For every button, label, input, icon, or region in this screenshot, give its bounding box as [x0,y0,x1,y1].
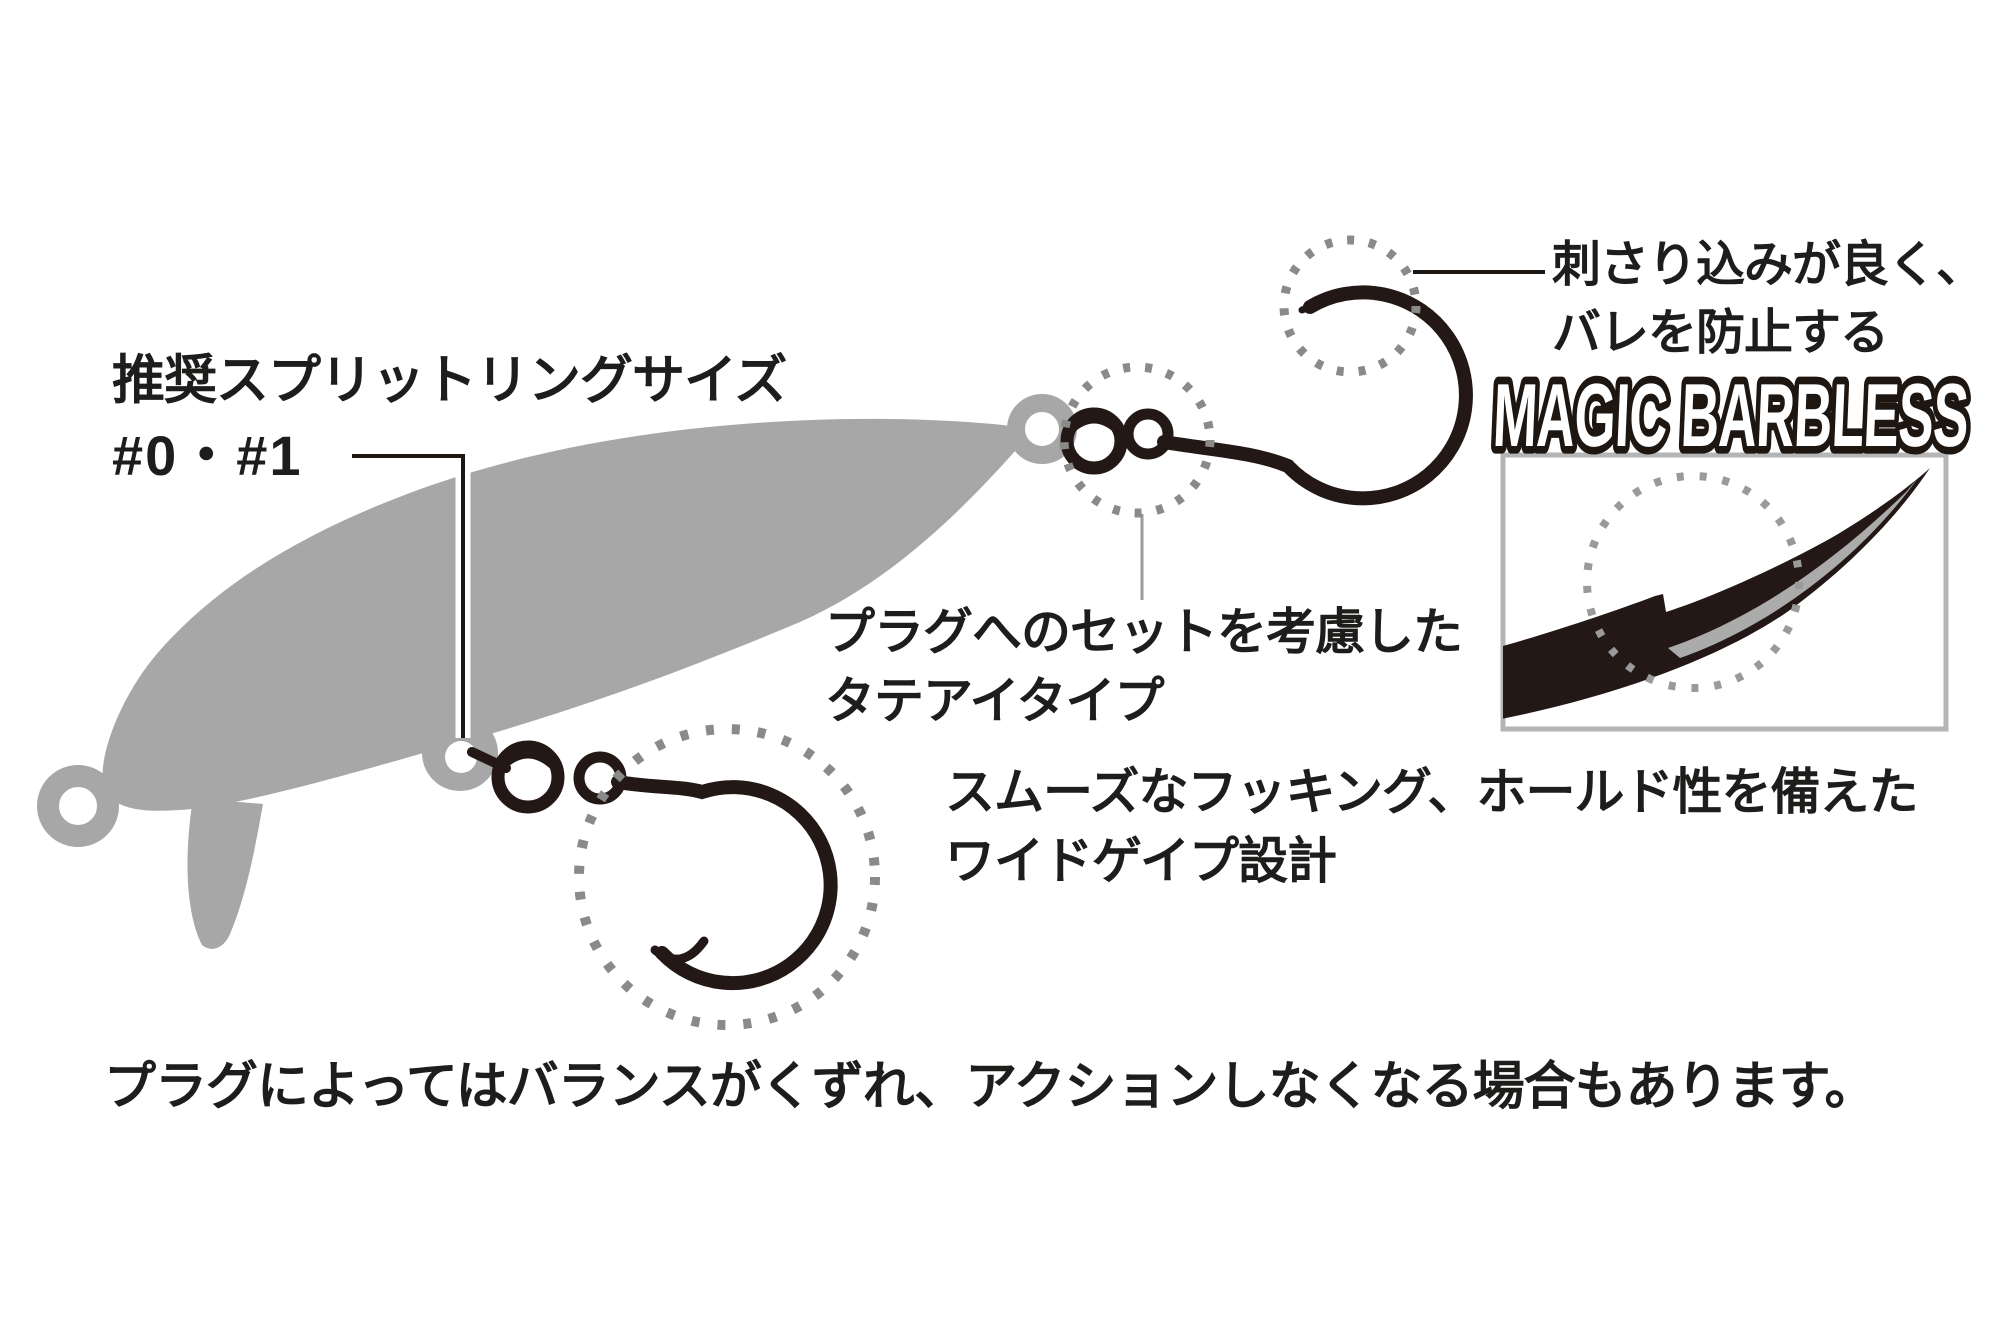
hook-point-label: 刺さり込みが良く、 バレを防止する [1552,232,1985,367]
detail-box [1500,452,1949,732]
rear-hook-shank-bend [1157,285,1473,506]
leader-split-ring-line [352,454,465,738]
belly-split-ring [491,740,565,814]
lure-nose-ring [37,765,119,847]
hook-point-line2: バレを防止する [1552,305,1889,360]
wide-gape-label: スムーズなフッキング、ホールド性を備えた ワイドゲイプ設計 [945,758,1918,896]
belly-hook-assembly [467,740,838,991]
rear-hook-eye [1122,408,1174,460]
split-ring-size-label: 推奨スプリットリングサイズ #0・#1 [112,344,787,494]
eye-type-line1: プラグへのセットを考慮した [825,604,1463,660]
dotted-circle-tail-attachment [1059,362,1215,518]
belly-hook-shank-bend [611,775,838,991]
magic-barbless-badge: MAGIC BARBLESS [1485,359,1976,472]
rear-split-ring-wrap [1065,414,1123,435]
split-ring-size-line1: 推奨スプリットリングサイズ [112,351,787,410]
lure-body-silhouette [37,394,1077,949]
belly-hook-point [650,936,709,964]
dotted-circle-hook-point [1279,235,1421,377]
rear-hook-assembly [1060,285,1473,506]
lure-body [102,418,1017,811]
split-ring-size-line2: #0・#1 [112,424,303,488]
dotted-circle-barbless-notch [1583,472,1803,692]
caution-note: プラグによってはバランスがくずれ、アクションしなくなる場合もあります。 [104,1058,1876,1116]
detail-hook-blade [1503,468,1930,719]
belly-link [467,747,511,773]
rear-hook-point [1298,290,1340,314]
belly-split-ring-wrap [497,749,559,771]
magic-barbless-label: MAGIC BARBLESS [1491,365,1970,466]
eye-type-line2: タテアイタイプ [825,673,1165,729]
wide-gape-line1: スムーズなフッキング、ホールド性を備えた [945,764,1918,820]
lure-fin [187,798,263,949]
wide-gape-line2: ワイドゲイプ設計 [945,833,1337,889]
eye-type-label: プラグへのセットを考慮した タテアイタイプ [825,598,1463,736]
dotted-circle-belly-hook [574,724,880,1030]
rear-split-ring [1060,407,1128,475]
hook-point-line1: 刺さり込みが良く、 [1552,238,1985,292]
detail-hook-blade-highlight [1668,478,1918,658]
